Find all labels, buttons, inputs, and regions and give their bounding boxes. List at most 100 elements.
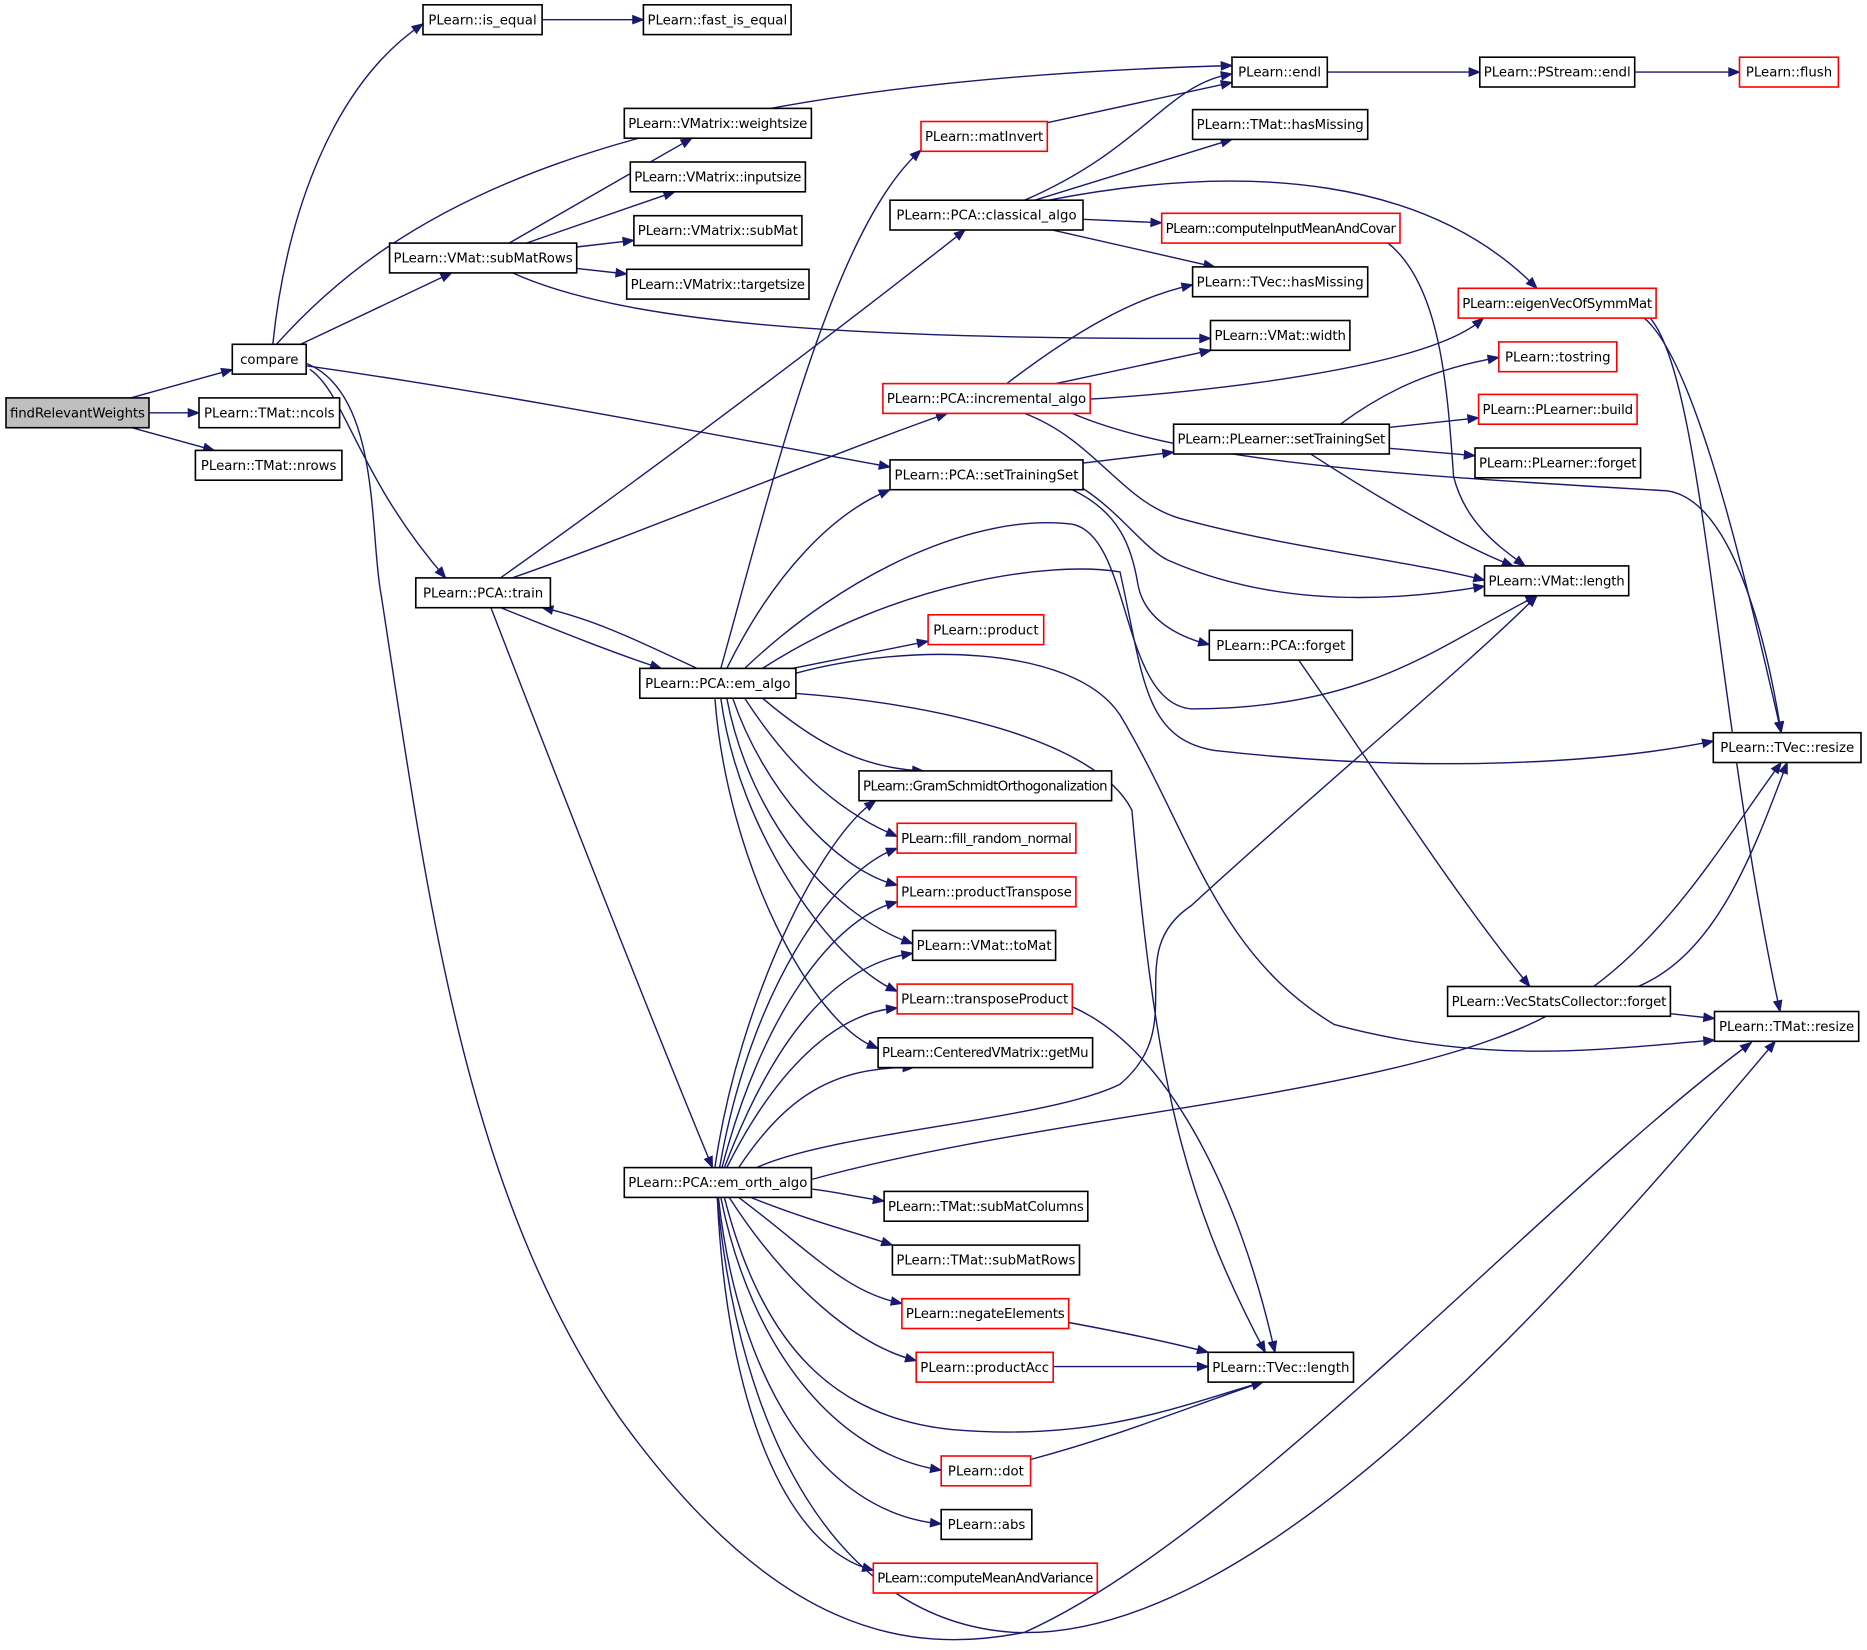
edge-em_algo-to-gramSchmidt [762, 697, 925, 776]
edge-pca_train-to-classical_algo [499, 229, 967, 579]
arrowhead [1701, 738, 1715, 749]
node-label: PLearn::fill_random_normal [901, 832, 1072, 847]
node-label: PLearn::productAcc [920, 1361, 1049, 1376]
node-em_algo[interactable]: PLearn::PCA::em_algo [638, 667, 797, 700]
arrowhead [1199, 333, 1212, 344]
node-gramSchmidt[interactable]: PLearn::GramSchmidtOrthogonalization [858, 770, 1113, 802]
arrowhead [1770, 761, 1783, 775]
node-vmat_width[interactable]: PLearn::VMat::width [1209, 319, 1351, 352]
arrowhead [1180, 282, 1194, 293]
arrowhead [884, 847, 899, 857]
node-computeMeanAndVariance[interactable]: PLearn::computeMeanAndVariance [872, 1562, 1099, 1594]
node-vsc_forget[interactable]: PLearn::VecStatsCollector::forget [1446, 985, 1672, 1018]
node-flush[interactable]: PLearn::flush [1738, 56, 1840, 88]
arrowhead [1702, 1036, 1716, 1046]
edge-incremental_algo-to-vmat_length [1024, 412, 1486, 583]
node-box [915, 1351, 1055, 1383]
edge-em_orth_algo-to-tmat_subMatRows [750, 1196, 894, 1247]
node-dot[interactable]: PLearn::dot [940, 1455, 1032, 1487]
node-incremental_algo[interactable]: PLearn::PCA::incremental_algo [882, 382, 1092, 415]
arrowhead [929, 1517, 943, 1528]
node-nrows[interactable]: PLearn::TMat::nrows [194, 449, 343, 481]
node-tmat_subMatRows[interactable]: PLearn::TMat::subMatRows [891, 1244, 1081, 1276]
node-tmat_hasMissing[interactable]: PLearn::TMat::hasMissing [1191, 108, 1369, 141]
node-box [896, 822, 1077, 854]
arrowhead [1198, 347, 1213, 358]
edge-em_algo-to-toMat [726, 698, 914, 945]
arrowhead [885, 1004, 899, 1015]
node-label: PLearn::TMat::resize [1719, 1020, 1854, 1035]
node-pca_forget[interactable]: PLearn::PCA::forget [1208, 629, 1354, 661]
edge-classical_algo-to-eigenVecOfSymmMat [1048, 180, 1538, 290]
node-box [940, 1455, 1032, 1487]
node-eigenVecOfSymmMat[interactable]: PLearn::eigenVecOfSymmMat [1457, 287, 1657, 319]
node-tmat_resize[interactable]: PLearn::TMat::resize [1713, 1010, 1860, 1043]
node-subMatColumns[interactable]: PLearn::TMat::subMatColumns [883, 1190, 1089, 1223]
node-fast_is_equal[interactable]: PLearn::fast_is_equal [642, 4, 792, 36]
node-label: PLearn::PStream::endl [1484, 66, 1631, 81]
node-matInvert[interactable]: PLearn::matInvert [920, 120, 1049, 153]
node-targetsize[interactable]: PLearn::VMatrix::targetsize [625, 268, 810, 300]
node-is_equal[interactable]: PLearn::is_equal [422, 4, 543, 36]
node-plearner_forget[interactable]: PLearn::PLearner::forget [1474, 447, 1642, 479]
node-pstream_endl[interactable]: PLearn::PStream::endl [1479, 56, 1636, 88]
edge-pstream_endl-to-flush [1634, 67, 1741, 78]
node-box [1209, 319, 1351, 352]
arrowhead [1472, 572, 1486, 583]
arrowhead [884, 982, 899, 992]
edge-classical_algo-to-tmat_hasMissing [1034, 138, 1234, 201]
node-endl[interactable]: PLearn::endl [1231, 56, 1329, 88]
node-product[interactable]: PLearn::product [927, 613, 1045, 646]
node-plearner_setTrainingSet[interactable]: PLearn::PLearner::setTrainingSet [1172, 423, 1391, 455]
node-computeInputMeanAndCovar[interactable]: PLearn::computeInputMeanAndCovar [1160, 212, 1401, 244]
node-abs[interactable]: PLearn::abs [940, 1508, 1033, 1541]
node-classical_algo[interactable]: PLearn::PCA::classical_algo [889, 199, 1084, 231]
node-label: PLearn::TMat::ncols [204, 406, 335, 421]
node-vmatrix_subMat[interactable]: PLearn::VMatrix::subMat [633, 214, 803, 247]
node-label: PLearn::negateElements [906, 1307, 1065, 1322]
node-transposeProduct[interactable]: PLearn::transposeProduct [896, 983, 1074, 1015]
node-ncols[interactable]: PLearn::TMat::ncols [198, 397, 341, 429]
edge-negateElements-to-tvec_length [1068, 1321, 1210, 1355]
node-label: PLearn::eigenVecOfSymmMat [1462, 297, 1652, 312]
node-compare[interactable]: compare [231, 343, 308, 375]
node-tvec_resize[interactable]: PLearn::TVec::resize [1712, 731, 1862, 764]
node-vmat_subMatRows[interactable]: PLearn::VMat::subMatRows [388, 242, 578, 274]
edge-findRelevantWeights-to-compare [130, 367, 234, 399]
node-productTranspose[interactable]: PLearn::productTranspose [896, 876, 1077, 908]
node-plearner_build[interactable]: PLearn::PLearner::build [1477, 393, 1638, 425]
node-label: PLearn::abs [948, 1518, 1026, 1533]
node-fill_random_normal[interactable]: PLearn::fill_random_normal [896, 822, 1077, 854]
node-label: compare [240, 353, 298, 368]
node-label: PLearn::VMatrix::subMat [638, 224, 798, 239]
node-weightsize[interactable]: PLearn::VMatrix::weightsize [623, 107, 813, 140]
node-box [1446, 985, 1672, 1018]
arrowhead [187, 407, 201, 418]
node-box [414, 577, 552, 609]
node-em_orth_algo[interactable]: PLearn::PCA::em_orth_algo [623, 1166, 813, 1199]
arrowhead [872, 1194, 886, 1205]
node-box [1160, 212, 1401, 244]
edge-dot-to-tvec_length [1030, 1380, 1265, 1461]
arrowhead [916, 638, 930, 649]
edge-incremental_algo-to-eigenVecOfSymmMat [1090, 317, 1485, 400]
node-toMat[interactable]: PLearn::VMat::toMat [911, 929, 1057, 962]
node-negateElements[interactable]: PLearn::negateElements [901, 1297, 1070, 1330]
edge-em_orth_algo-to-transposeProduct [726, 1004, 899, 1168]
node-pca_train[interactable]: PLearn::PCA::train [414, 577, 552, 609]
node-label: PLearn::TVec::length [1212, 1361, 1349, 1376]
node-findRelevantWeights[interactable]: findRelevantWeights [5, 397, 150, 429]
node-pca_setTrainingSet[interactable]: PLearn::PCA::setTrainingSet [889, 459, 1084, 491]
node-vmat_length[interactable]: PLearn::VMat::length [1483, 565, 1630, 597]
node-productAcc[interactable]: PLearn::productAcc [915, 1351, 1055, 1383]
node-box [877, 1037, 1094, 1069]
node-inputsize[interactable]: PLearn::VMatrix::inputsize [629, 161, 807, 193]
edge-matInvert-to-endl [1047, 80, 1234, 124]
node-getMu[interactable]: PLearn::CenteredVMatrix::getMu [877, 1037, 1094, 1069]
node-box [1191, 266, 1369, 298]
node-label: PLearn::flush [1746, 66, 1832, 81]
node-tvec_length[interactable]: PLearn::TVec::length [1207, 1351, 1355, 1383]
node-tvec_hasMissing[interactable]: PLearn::TVec::hasMissing [1191, 266, 1369, 298]
node-tostring[interactable]: PLearn::tostring [1498, 341, 1618, 373]
edge-vmat_subMatRows-to-vmatrix_subMat [576, 236, 636, 248]
